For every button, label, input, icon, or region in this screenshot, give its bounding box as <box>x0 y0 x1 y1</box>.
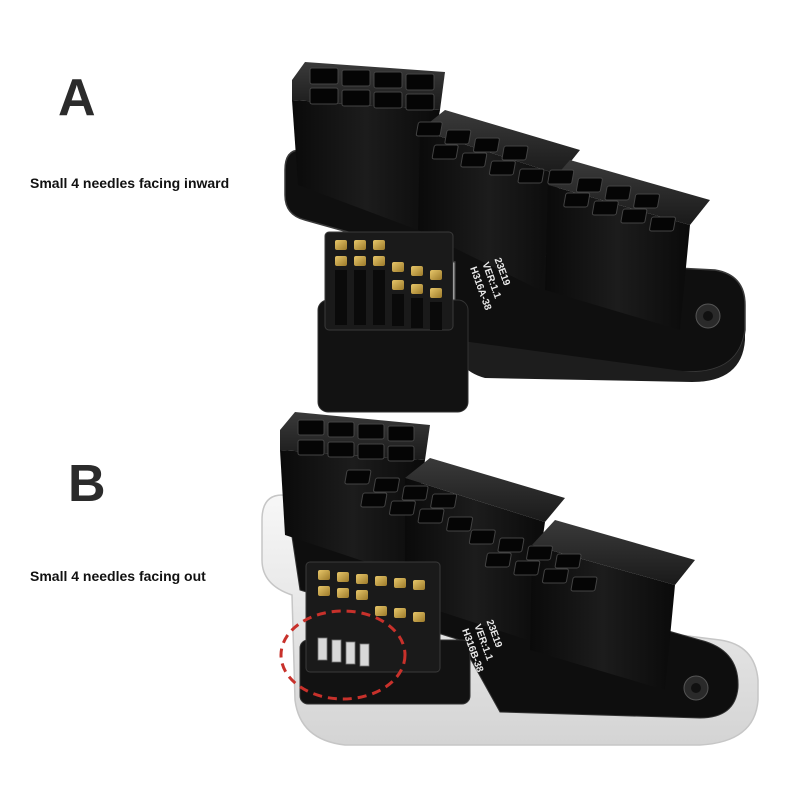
adapter-b-10pin-connector <box>344 458 565 640</box>
variant-a-label: A <box>58 69 96 127</box>
variant-b-caption: Small 4 needles facing out <box>30 568 206 584</box>
adapter-b: H316B-38 VER:1.1 23E19 <box>261 412 759 746</box>
adapter-a-8pin-connector-right <box>545 160 710 330</box>
adapter-b-8pin-connector-right <box>468 520 695 690</box>
adapter-b-12vhpwr-connector <box>299 561 471 705</box>
adapter-a-12vhpwr-connector <box>317 231 469 413</box>
variant-b-label: B <box>68 455 106 513</box>
highlight-circle <box>279 609 407 701</box>
adapter-a-10pin-connector <box>415 110 580 290</box>
variant-a-caption: Small 4 needles facing inward <box>30 175 230 191</box>
sense-pins <box>317 637 370 667</box>
adapter-a-8pin-connector <box>292 62 445 230</box>
adapter-a: H316A-38 VER:1.1 23E19 <box>284 62 746 413</box>
